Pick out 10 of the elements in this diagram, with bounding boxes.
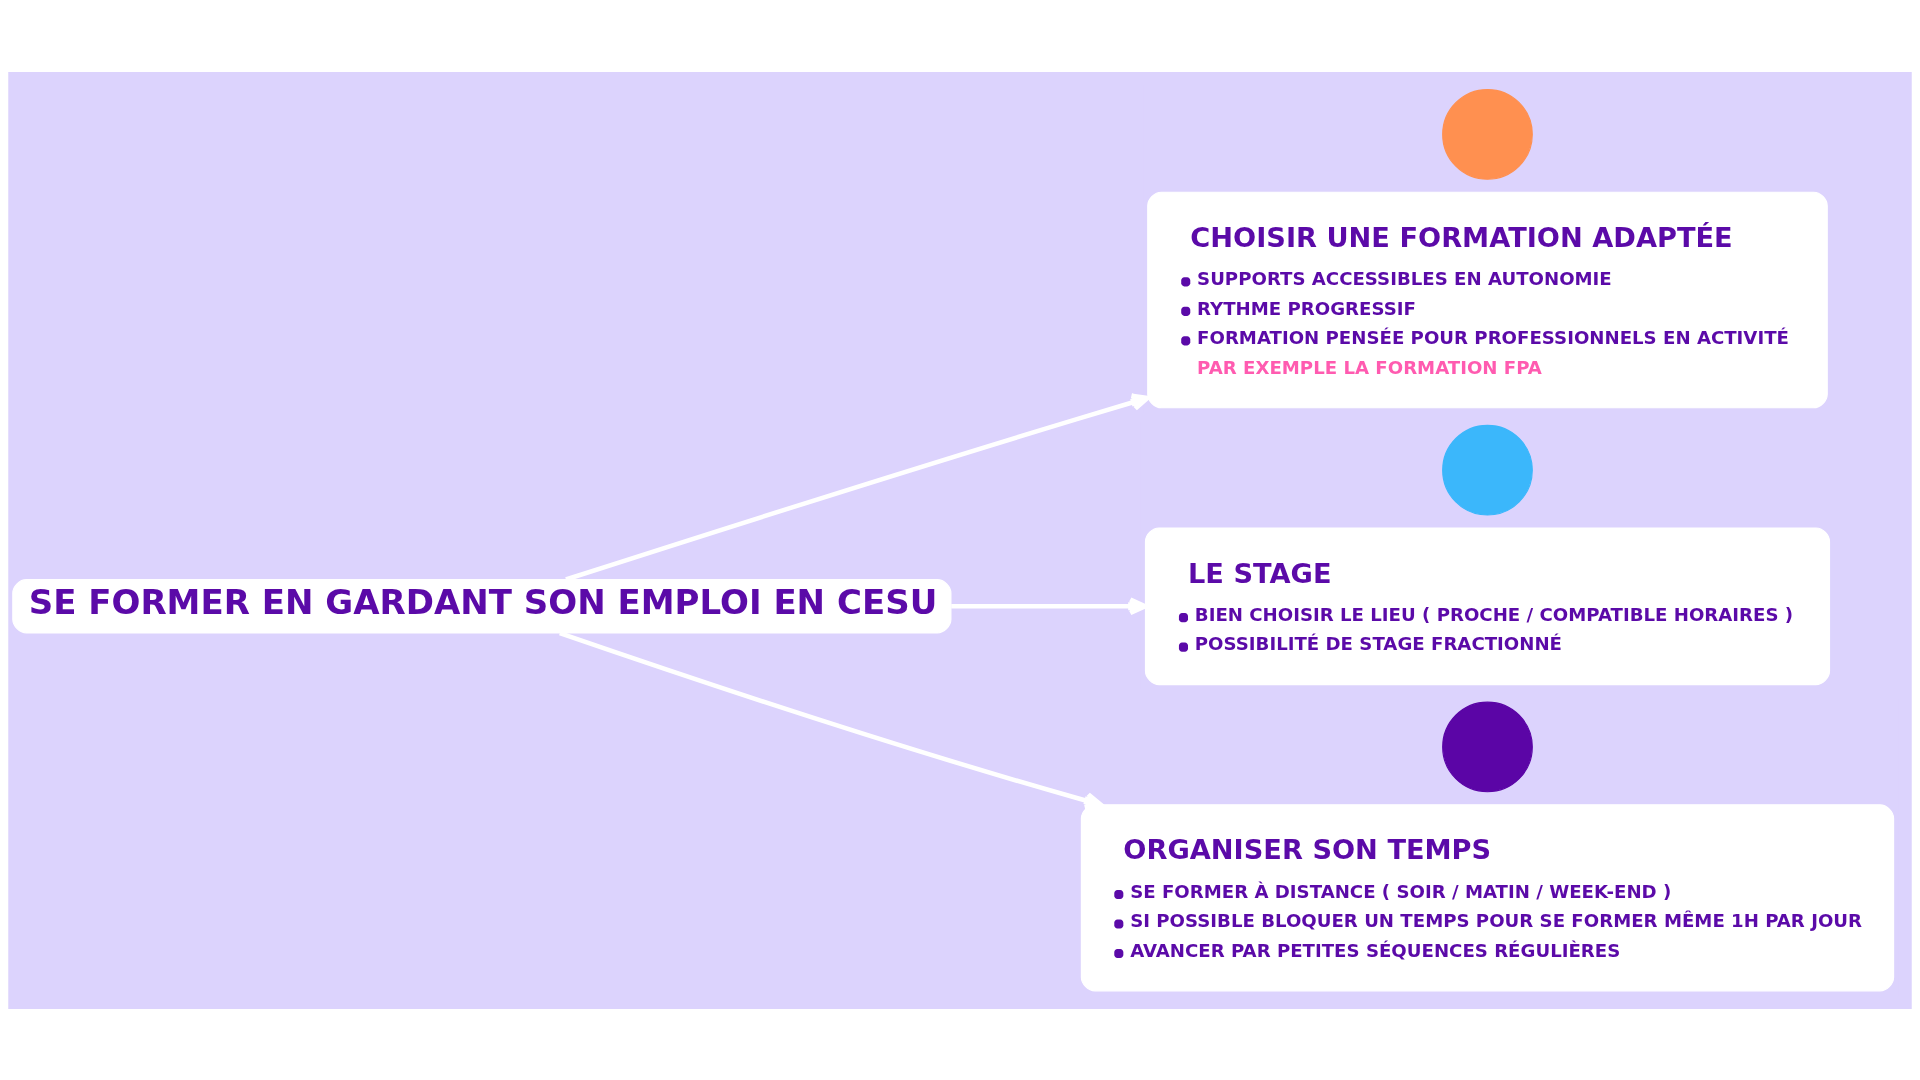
node-circle (1442, 88, 1533, 180)
node-box: SE FORMER EN GARDANT SON EMPLOI EN CESU (12, 578, 952, 633)
node-circle (1442, 424, 1533, 516)
arrow (565, 392, 1150, 582)
arrow (951, 596, 1148, 615)
node-box: ORGANISER SON TEMPS SE FORMER À DISTANCE ( SOIR / MATIN / WEEK-END ) SI POSSIBLE BLOQUER UN TEMPS POUR SE FORMER MÊME 1H PAR JOUR AVANCER PAR PETITES SÉQUENCES RÉGULIÈRES (1080, 803, 1895, 991)
node-box: LE STAGE BIEN CHOISIR LE LIEU ( PROCHE / COMPATIBLE HORAIRES ) POSSIBILITÉ DE STAGE FRACTIONNÉ (1144, 526, 1831, 685)
node-box: CHOISIR UNE FORMATION ADAPTÉE SUPPORTS ACCESSIBLES EN AUTONOMIE RYTHME PROGRESSIF FORMATION PENSÉE POUR PROFESSIONNELS EN ACTIVITÉ PAR EXEMPLE LA FORMATION FPA (1147, 191, 1828, 408)
arrow (559, 630, 1104, 809)
node-circle (1442, 701, 1533, 792)
